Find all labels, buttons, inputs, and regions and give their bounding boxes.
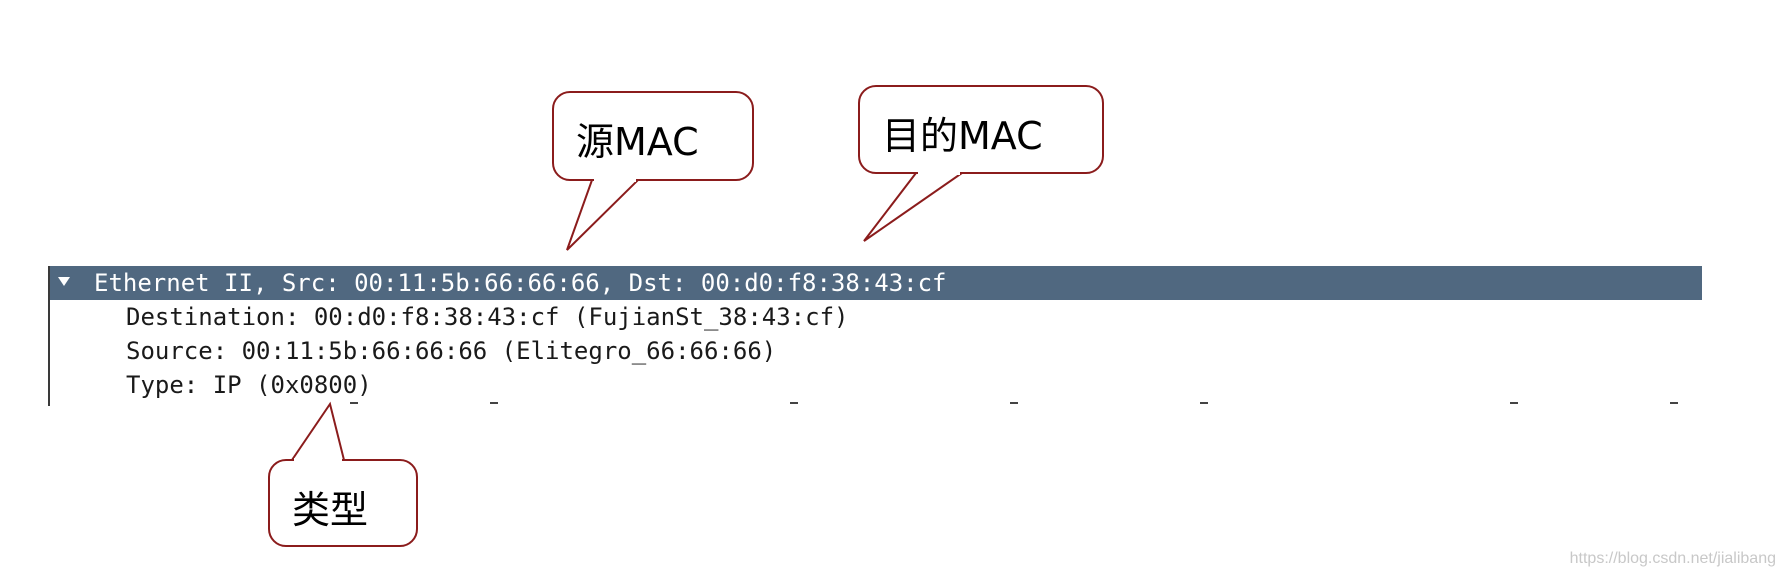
truncated-next-row (50, 402, 1702, 406)
type-callout-label: 类型 (292, 488, 369, 532)
dest-mac-callout-tail (863, 172, 966, 242)
tree-field-destination[interactable]: Destination: 00:d0:f8:38:43:cf (FujianSt… (126, 303, 849, 331)
source-mac-callout: 源MAC (552, 91, 754, 181)
packet-details-tree: Ethernet II, Src: 00:11:5b:66:66:66, Dst… (48, 266, 1702, 406)
expand-triangle-icon[interactable] (58, 277, 70, 286)
type-callout: 类型 (268, 459, 418, 547)
tree-field-source[interactable]: Source: 00:11:5b:66:66:66 (Elitegro_66:6… (126, 337, 777, 365)
dest-mac-callout: 目的MAC (858, 85, 1104, 174)
tree-field-type[interactable]: Type: IP (0x0800) (126, 371, 372, 399)
watermark: https://blog.csdn.net/jialibang (1569, 550, 1776, 567)
source-mac-callout-label: 源MAC (576, 120, 699, 164)
ethernet-header-text: Ethernet II, Src: 00:11:5b:66:66:66, Dst… (94, 269, 947, 297)
type-callout-tail (290, 401, 346, 461)
dest-mac-callout-label: 目的MAC (882, 114, 1043, 158)
source-mac-callout-tail (566, 179, 641, 251)
ethernet-tree-node[interactable]: Ethernet II, Src: 00:11:5b:66:66:66, Dst… (50, 266, 1702, 300)
